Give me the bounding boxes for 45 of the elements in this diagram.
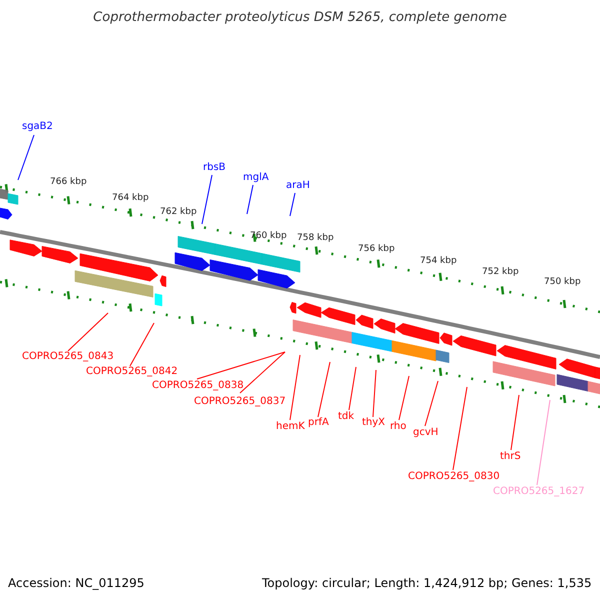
gene-label: COPRO5265_0837 <box>194 396 286 408</box>
gene-label: rbsB <box>203 162 226 174</box>
gene-label: thrS <box>500 451 521 463</box>
scale-label: 762 kbp <box>160 206 197 218</box>
leader-line <box>510 394 520 450</box>
gene-label: mglA <box>243 172 269 184</box>
leader-line <box>290 192 296 216</box>
gene-label: rho <box>390 421 406 433</box>
scale-label: 750 kbp <box>544 276 581 288</box>
leader-line <box>202 174 212 224</box>
gene-label: COPRO5265_0830 <box>408 471 500 483</box>
leader-line <box>372 370 376 418</box>
gene-label: gcvH <box>413 427 438 439</box>
scale-label: 758 kbp <box>297 232 334 244</box>
leader-line <box>424 380 438 426</box>
gene-label: COPRO5265_1627 <box>493 486 585 498</box>
genome-summary-text: Topology: circular; Length: 1,424,912 bp; Genes: 1,535 <box>262 576 592 590</box>
gene-label: COPRO5265_0838 <box>152 380 244 392</box>
leader-line <box>240 352 286 394</box>
scale-label: 764 kbp <box>112 192 149 204</box>
leader-line <box>348 366 356 410</box>
gene-label: prfA <box>308 417 329 429</box>
leader-line <box>318 362 330 418</box>
accession-text: Accession: NC_011295 <box>8 576 144 590</box>
gene-label: hemK <box>276 421 305 433</box>
scale-label: 754 kbp <box>420 255 457 267</box>
gene-label: thyX <box>362 417 386 429</box>
leader-line <box>130 322 154 366</box>
scale-label: 766 kbp <box>50 176 87 188</box>
gene-label: araH <box>286 180 310 192</box>
leader-line <box>18 134 34 180</box>
scale-label: 752 kbp <box>482 266 519 278</box>
leader-line <box>68 312 108 352</box>
gene-label: sgaB2 <box>22 121 53 133</box>
leader-line <box>536 400 550 486</box>
gene-label: COPRO5265_0843 <box>22 351 114 363</box>
leader-line <box>452 386 468 470</box>
gene-label: COPRO5265_0842 <box>86 366 178 378</box>
scale-label: 756 kbp <box>358 243 395 255</box>
gene-label: tdk <box>338 411 354 423</box>
genome-title: Coprothermobacter proteolyticus DSM 5265, complete genome <box>92 10 508 26</box>
leader-line <box>196 352 286 380</box>
leader-line <box>246 184 254 214</box>
leader-line <box>290 354 300 420</box>
leader-line <box>398 376 410 420</box>
